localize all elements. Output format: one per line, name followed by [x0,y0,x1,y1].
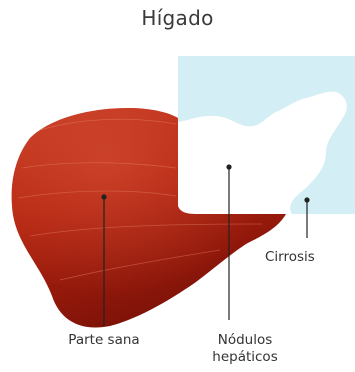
liver-shine [12,108,286,328]
cirrosis-panel [178,56,355,214]
label-cirrosis: Cirrosis [265,249,315,266]
label-nodulos-line2: hepáticos [210,349,280,366]
label-nodulos-line1: Nódulos [210,332,280,349]
label-nodulos-hepaticos: Nódulos hepáticos [210,332,280,366]
label-parte-sana: Parte sana [58,332,150,349]
